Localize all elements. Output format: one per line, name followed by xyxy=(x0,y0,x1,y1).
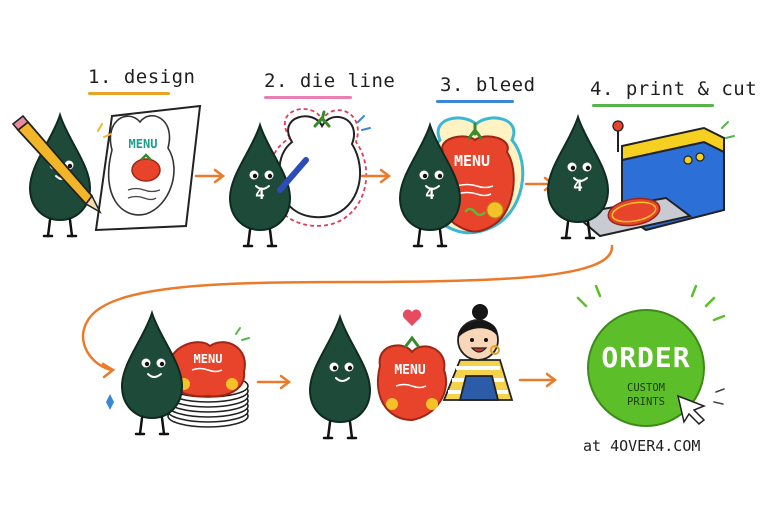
order-line-1: CUSTOM xyxy=(627,382,665,394)
step-3-label: 3. bleed xyxy=(440,74,536,96)
mascot-number-step4: 4 xyxy=(573,176,583,195)
arrow-6-to-cta xyxy=(518,372,558,388)
menu-title-step1: MENU xyxy=(129,137,158,151)
step-2-label: 2. die line xyxy=(264,70,396,92)
mascot-number-step3: 4 xyxy=(425,184,435,203)
order-subtext: CUSTOM PRINTS xyxy=(592,381,700,409)
step-2-underline xyxy=(264,96,352,99)
arrow-5-to-6 xyxy=(256,374,292,390)
step-3-underline xyxy=(436,100,514,103)
menu-title-stack: MENU xyxy=(194,352,223,366)
order-line-2: PRINTS xyxy=(627,396,665,408)
step-3-bleed-scene: MENU 4 xyxy=(398,116,525,248)
step-4-print-cut-scene: 4 xyxy=(546,115,735,240)
step-1-design-scene: MENU xyxy=(11,104,202,238)
order-text: ORDER xyxy=(601,341,691,374)
stack-scene: MENU xyxy=(106,311,250,436)
step-1-underline xyxy=(88,92,170,95)
step-4-underline xyxy=(592,104,714,107)
website-link[interactable]: at 4OVER4.COM xyxy=(583,437,700,455)
arrow-2-to-3 xyxy=(360,168,392,184)
step-4-label: 4. print & cut xyxy=(590,78,758,100)
mascot-number-step2: 4 xyxy=(255,184,265,203)
arrow-wrap-to-row-2 xyxy=(81,244,614,379)
order-cta xyxy=(576,284,726,427)
website-url: 4OVER4.COM xyxy=(610,437,701,455)
arrow-1-to-2 xyxy=(194,168,226,184)
menu-title-handoff: MENU xyxy=(394,363,425,378)
step-2-die-line-scene: 4 xyxy=(228,108,371,248)
menu-title-step3: MENU xyxy=(454,152,490,170)
handoff-scene: MENU xyxy=(308,304,514,440)
step-1-label: 1. design xyxy=(88,66,196,88)
website-prefix: at xyxy=(583,437,602,455)
